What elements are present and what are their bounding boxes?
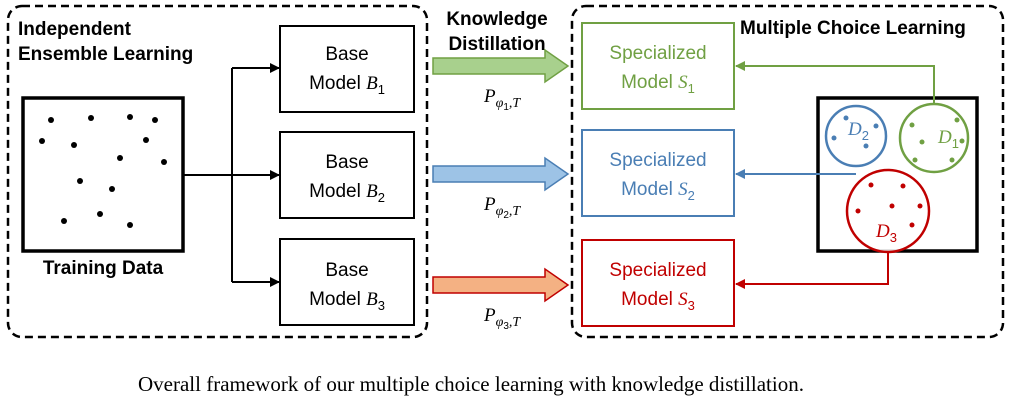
specialized-model-3: Specialized Model S3 xyxy=(581,239,735,327)
independent-ensemble-panel xyxy=(6,4,429,339)
base-model-3: Base Model B3 xyxy=(279,238,415,326)
svg-text:D2: D2 xyxy=(847,119,869,143)
distill-arrow-2: Pφ2,T xyxy=(432,156,570,221)
svg-text:Model S1: Model S1 xyxy=(621,72,695,96)
left-panel-title-line2: Ensemble Learning xyxy=(18,44,193,65)
subset-d3-circle: D3 xyxy=(845,168,931,254)
multiple-choice-panel xyxy=(570,4,1005,339)
svg-text:Specialized: Specialized xyxy=(609,150,706,171)
training-data-label: Training Data xyxy=(43,258,164,279)
svg-text:Base: Base xyxy=(325,260,368,281)
distill-arrow-3: Pφ3,T xyxy=(432,267,570,332)
svg-text:Model B1: Model B1 xyxy=(309,73,385,97)
kd-title-line2: Distillation xyxy=(448,34,545,55)
specialized-model-2: Specialized Model S2 xyxy=(581,129,735,217)
subset-d1-circle: D1 xyxy=(898,102,970,174)
left-panel-title-line1: Independent xyxy=(18,19,132,40)
kd-title-line1: Knowledge xyxy=(446,9,547,30)
base-model-1: Base Model B1 xyxy=(279,25,415,113)
training-data-points xyxy=(39,114,167,228)
distill-arrow-1: Pφ1,T xyxy=(432,48,570,113)
svg-text:D1: D1 xyxy=(937,127,959,151)
training-data-box xyxy=(21,96,185,253)
specialized-model-1: Specialized Model S1 xyxy=(581,22,735,110)
svg-text:Model S3: Model S3 xyxy=(621,289,695,313)
svg-text:D3: D3 xyxy=(875,221,897,245)
svg-text:Pφ3,T: Pφ3,T xyxy=(483,305,521,332)
svg-text:Base: Base xyxy=(325,152,368,173)
base-model-2: Base Model B2 xyxy=(279,131,415,219)
figure-caption: Overall framework of our multiple choice… xyxy=(138,372,804,396)
subset-d2-circle: D2 xyxy=(824,104,888,168)
fan-out-connectors xyxy=(183,63,280,287)
subset-to-specialized-connectors xyxy=(735,61,935,289)
svg-text:Specialized: Specialized xyxy=(609,43,706,64)
svg-text:Model S2: Model S2 xyxy=(621,179,695,203)
svg-text:Pφ2,T: Pφ2,T xyxy=(483,194,521,221)
svg-text:Pφ1,T: Pφ1,T xyxy=(483,86,521,113)
svg-text:Model B2: Model B2 xyxy=(309,181,385,205)
svg-text:Specialized: Specialized xyxy=(609,260,706,281)
svg-text:Model B3: Model B3 xyxy=(309,289,385,313)
right-panel-title: Multiple Choice Learning xyxy=(740,18,966,39)
svg-text:Base: Base xyxy=(325,44,368,65)
